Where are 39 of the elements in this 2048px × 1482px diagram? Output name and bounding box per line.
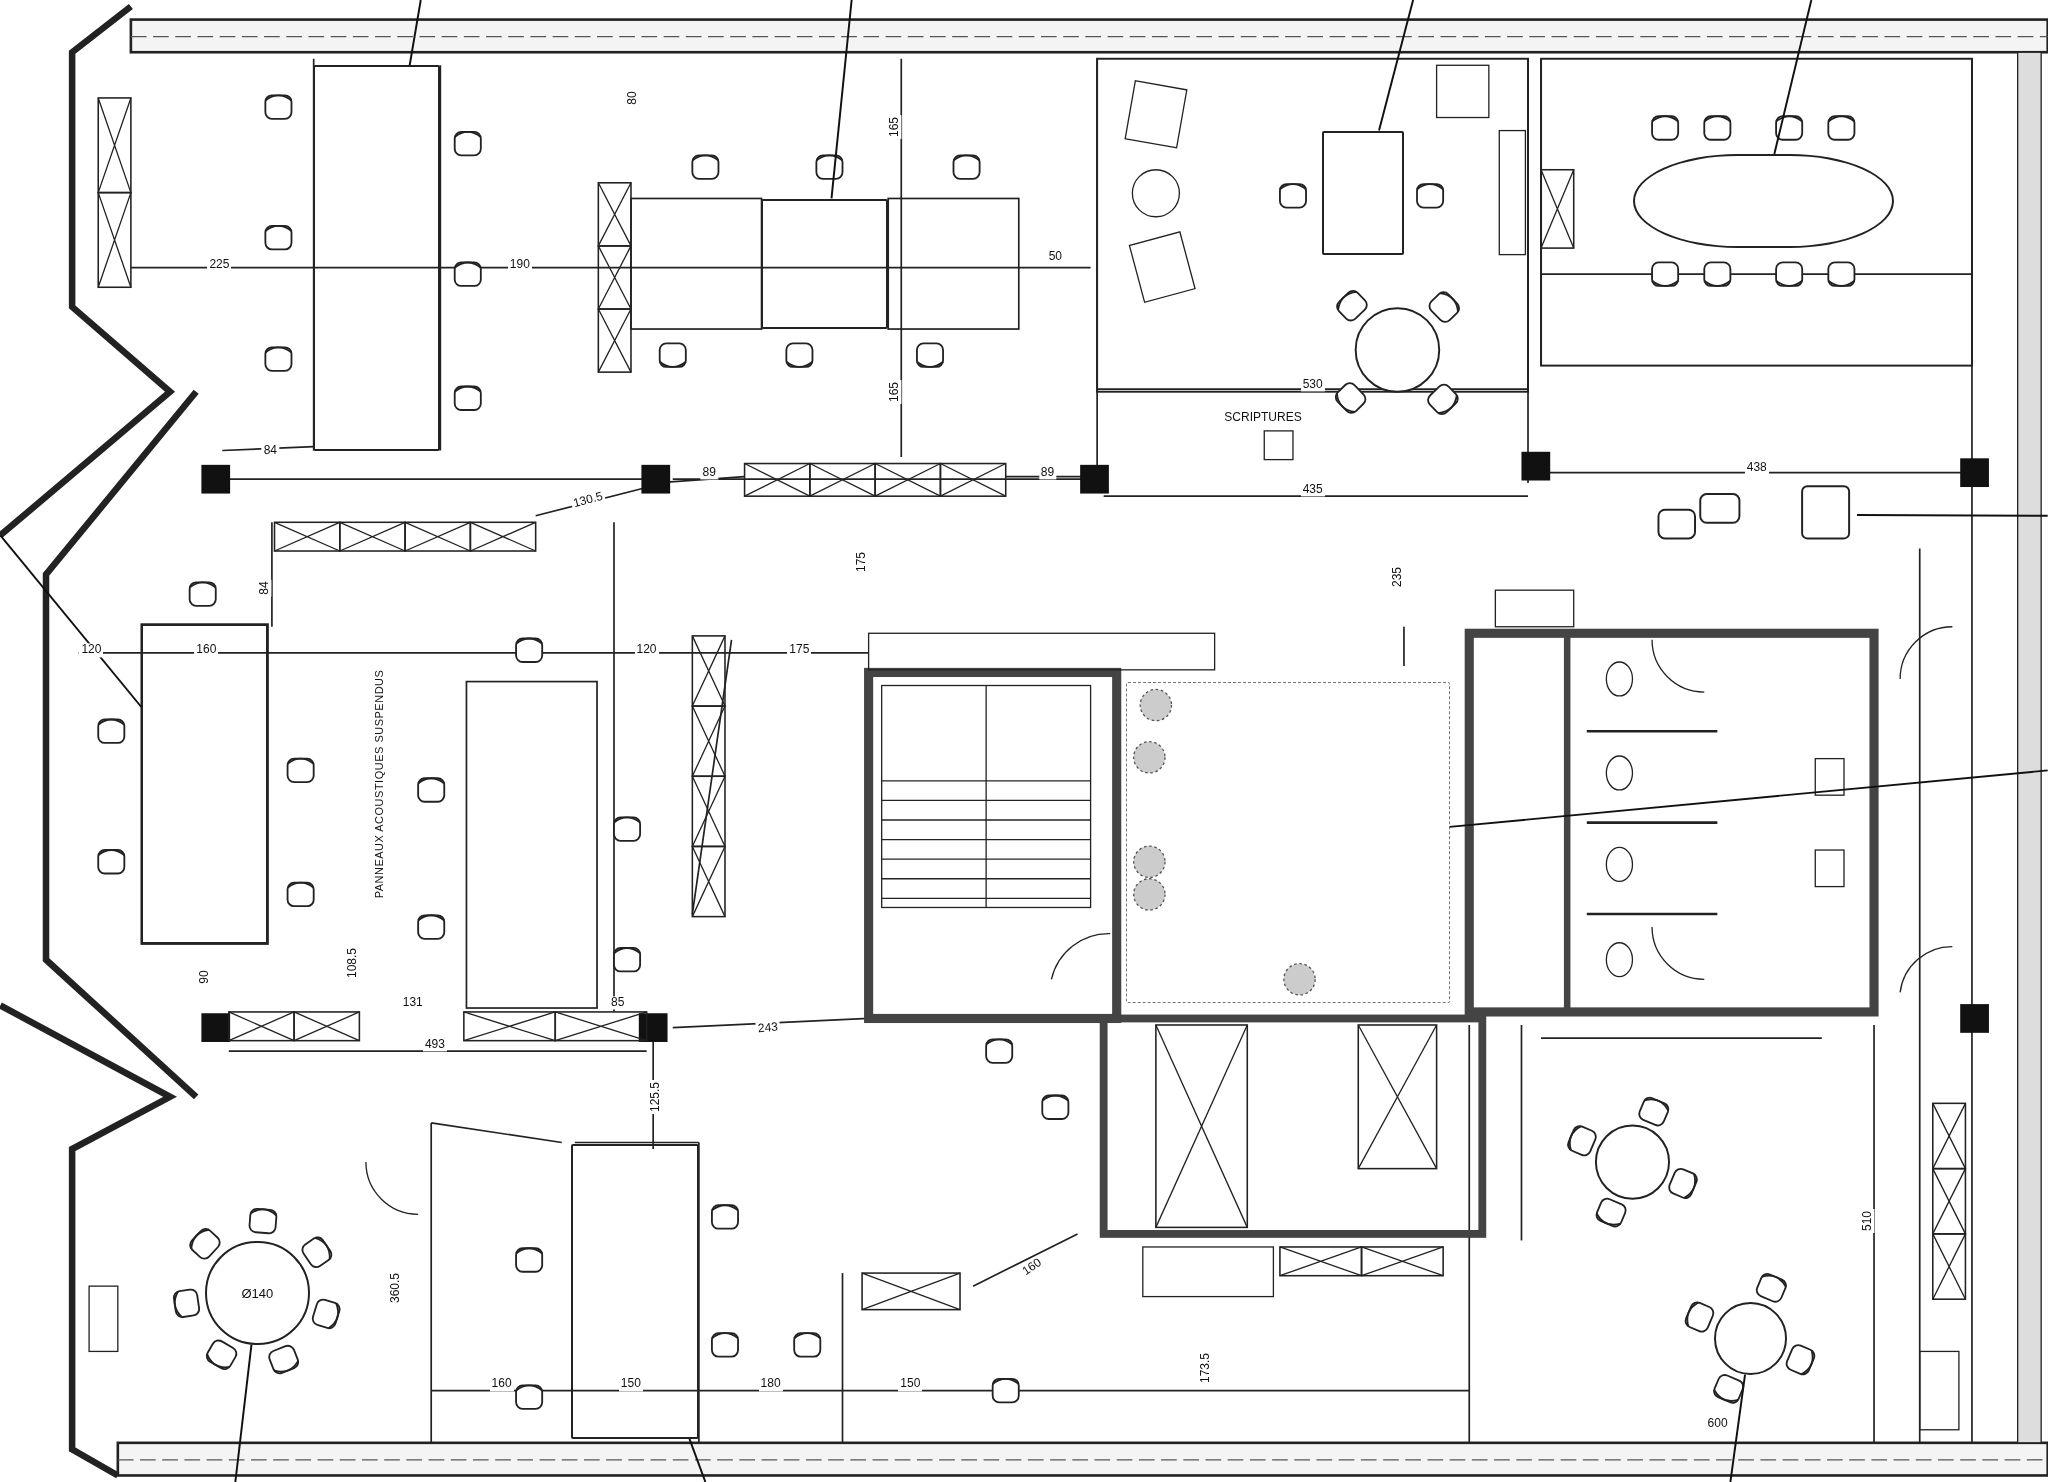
desk-block (313, 65, 441, 451)
desk-block (1321, 130, 1405, 255)
dimension-label: 150 (898, 1377, 923, 1392)
desk-block (570, 1144, 699, 1440)
dimension-label: 130.5 (569, 489, 606, 511)
lobby-area (1125, 681, 1450, 1004)
dimension-label: 89 (1038, 466, 1057, 480)
leader-line (0, 534, 143, 708)
round-table (1713, 1302, 1787, 1376)
dimension-label: 84 (258, 579, 272, 597)
dimension-label: 493 (422, 1038, 447, 1052)
leader-line (1448, 769, 2048, 828)
leader-line (830, 0, 853, 200)
dimension-label: 150 (618, 1377, 643, 1392)
dimension-label: 120 (79, 643, 104, 658)
desk-block (141, 624, 268, 945)
dimension-label: 165 (888, 114, 902, 139)
dimension-label: 160 (489, 1377, 514, 1392)
leader-line (688, 1437, 707, 1482)
dimension-label: 510 (1861, 1209, 1875, 1234)
dimension-label: 85 (609, 996, 627, 1010)
dimension-label: 180 (758, 1377, 783, 1392)
dimension-label: 530 (1300, 378, 1325, 392)
dimension-label: 435 (1300, 483, 1325, 497)
dimension-label: 89 (700, 466, 718, 480)
leader-line (1773, 0, 1813, 156)
meeting-table (1632, 154, 1894, 249)
leader-line (408, 0, 422, 67)
dimension-label: 165 (888, 379, 902, 404)
dimension-label: 438 (1744, 461, 1769, 475)
leader-line (1729, 1373, 1746, 1482)
dimension-label: 225 (207, 258, 232, 272)
desk-block (761, 198, 889, 330)
leader-line (1856, 513, 2048, 517)
note-label: PANNEAUX ACOUSTIQUES SUSPENDUS (372, 667, 385, 901)
dimension-label: 243 (755, 1020, 781, 1036)
leader-line (1378, 0, 1415, 132)
leader-line (234, 1343, 253, 1482)
dimension-label: 190 (507, 258, 532, 272)
